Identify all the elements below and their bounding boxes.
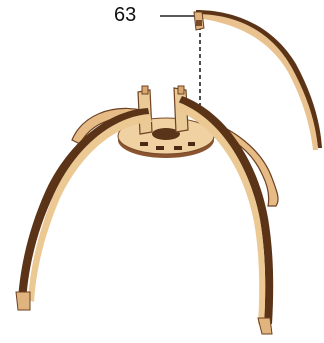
left-arm-foot bbox=[16, 292, 30, 310]
part-number-label: 63 bbox=[114, 4, 136, 27]
